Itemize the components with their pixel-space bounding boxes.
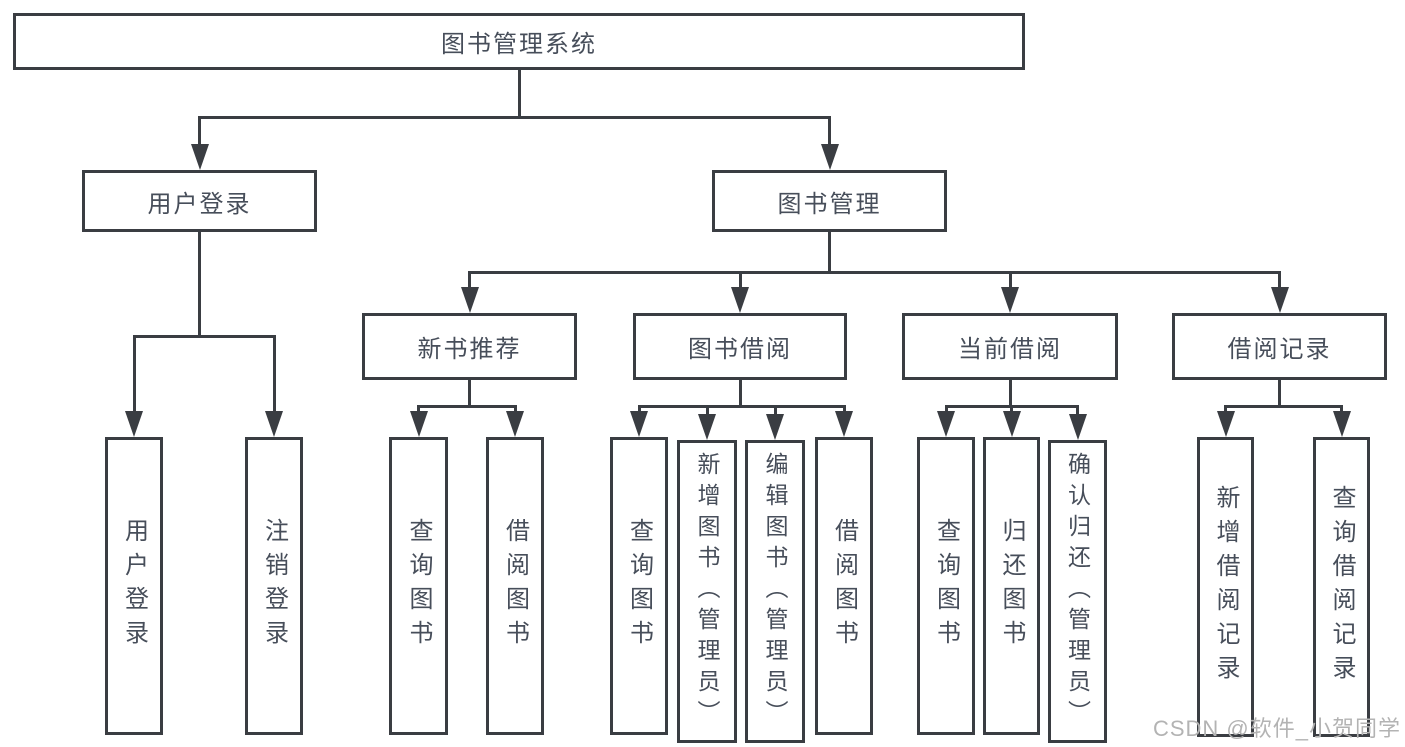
node-cb-return: 归还图书 xyxy=(983,437,1040,735)
arrow-down-icon xyxy=(409,411,428,437)
node-label-book-borrow: 图书借阅 xyxy=(688,336,792,363)
node-label-cb-confirm: 确认归还（管理员） xyxy=(1064,452,1091,731)
node-label-br-add: 新增借阅记录 xyxy=(1212,485,1239,689)
node-label-rec-borrow: 借阅图书 xyxy=(501,518,529,654)
csdn-watermark: CSDN @软件_小贺同学 xyxy=(1152,716,1401,741)
connector-line xyxy=(417,404,517,408)
node-label-current-borrow: 当前借阅 xyxy=(958,336,1062,363)
arrow-down-icon xyxy=(1002,411,1021,437)
arrow-down-icon xyxy=(698,414,716,440)
connector-line xyxy=(828,117,831,148)
arrow-down-icon xyxy=(937,411,955,437)
connector-line xyxy=(1010,406,1013,415)
node-user-login: 用户登录 xyxy=(82,170,317,232)
node-label-login-op: 用户登录 xyxy=(120,518,148,654)
node-label-br-query: 查询借阅记录 xyxy=(1328,485,1355,689)
node-label-bb-borrow: 借阅图书 xyxy=(830,518,858,654)
arrow-down-icon xyxy=(835,411,853,437)
connector-line xyxy=(468,270,1281,274)
connector-line xyxy=(513,406,517,415)
connector-line xyxy=(637,404,846,408)
node-book-borrow: 图书借阅 xyxy=(633,313,847,380)
node-label-bb-add: 新增图书（管理员） xyxy=(694,452,720,731)
connector-line xyxy=(468,272,471,291)
connector-line xyxy=(1278,380,1281,408)
node-rec-borrow: 借阅图书 xyxy=(486,437,544,735)
connector-line xyxy=(1076,406,1079,418)
node-new-book-rec: 新书推荐 xyxy=(362,313,577,380)
connector-line xyxy=(1340,406,1343,415)
arrow-down-icon xyxy=(820,144,839,170)
node-label-borrow-records: 借阅记录 xyxy=(1227,336,1332,363)
node-label-book-mgmt: 图书管理 xyxy=(777,190,882,218)
node-root: 图书管理系统 xyxy=(13,13,1025,70)
arrow-down-icon xyxy=(125,411,143,437)
arrow-down-icon xyxy=(731,287,749,313)
connector-line xyxy=(705,406,709,418)
node-login-op: 用户登录 xyxy=(105,437,163,735)
arrow-down-icon xyxy=(1001,287,1019,313)
connector-line xyxy=(944,406,948,415)
connector-line xyxy=(1278,272,1281,291)
connector-line xyxy=(842,406,846,415)
arrow-down-icon xyxy=(190,144,209,170)
node-book-mgmt: 图书管理 xyxy=(712,170,947,232)
node-cb-confirm: 确认归还（管理员） xyxy=(1048,440,1107,743)
connector-line xyxy=(198,117,201,148)
node-label-bb-edit: 编辑图书（管理员） xyxy=(762,452,788,731)
node-bb-borrow: 借阅图书 xyxy=(815,437,873,735)
node-rec-query: 查询图书 xyxy=(389,437,448,735)
arrow-down-icon xyxy=(1332,411,1351,437)
node-label-user-login: 用户登录 xyxy=(147,190,252,218)
node-logout-op: 注销登录 xyxy=(245,437,303,735)
connector-line xyxy=(417,406,420,415)
node-label-root: 图书管理系统 xyxy=(441,31,597,58)
node-cb-query: 查询图书 xyxy=(917,437,975,735)
arrow-down-icon xyxy=(460,287,479,313)
connector-line xyxy=(198,115,831,119)
connector-line xyxy=(468,380,471,408)
connector-line xyxy=(773,406,777,418)
arrow-down-icon xyxy=(1216,411,1235,437)
arrow-down-icon xyxy=(265,411,283,437)
connector-line xyxy=(828,232,831,274)
node-br-query: 查询借阅记录 xyxy=(1313,437,1370,737)
connector-line xyxy=(517,70,521,119)
connector-line xyxy=(1224,404,1343,408)
connector-line xyxy=(1008,380,1012,408)
arrow-down-icon xyxy=(1068,414,1087,440)
arrow-down-icon xyxy=(1270,287,1289,313)
connector-line xyxy=(198,232,201,338)
connector-line xyxy=(1008,272,1012,291)
connector-line xyxy=(637,406,641,415)
node-current-borrow: 当前借阅 xyxy=(902,313,1118,380)
connector-line xyxy=(132,336,136,415)
connector-line xyxy=(738,272,742,291)
node-bb-add: 新增图书（管理员） xyxy=(677,440,737,743)
node-label-logout-op: 注销登录 xyxy=(260,518,288,654)
node-label-bb-query: 查询图书 xyxy=(625,518,653,654)
connector-line xyxy=(738,380,742,408)
node-bb-query: 查询图书 xyxy=(610,437,668,735)
arrow-down-icon xyxy=(506,411,524,437)
node-label-cb-return: 归还图书 xyxy=(998,518,1025,654)
node-label-rec-query: 查询图书 xyxy=(405,518,432,654)
arrow-down-icon xyxy=(766,414,784,440)
connector-line xyxy=(272,336,276,415)
node-bb-edit: 编辑图书（管理员） xyxy=(745,440,805,743)
connector-line xyxy=(132,334,276,338)
node-label-new-book-rec: 新书推荐 xyxy=(417,336,522,363)
arrow-down-icon xyxy=(630,411,648,437)
node-br-add: 新增借阅记录 xyxy=(1197,437,1254,737)
node-borrow-records: 借阅记录 xyxy=(1172,313,1387,380)
node-label-cb-query: 查询图书 xyxy=(932,518,960,654)
connector-line xyxy=(1224,406,1227,415)
